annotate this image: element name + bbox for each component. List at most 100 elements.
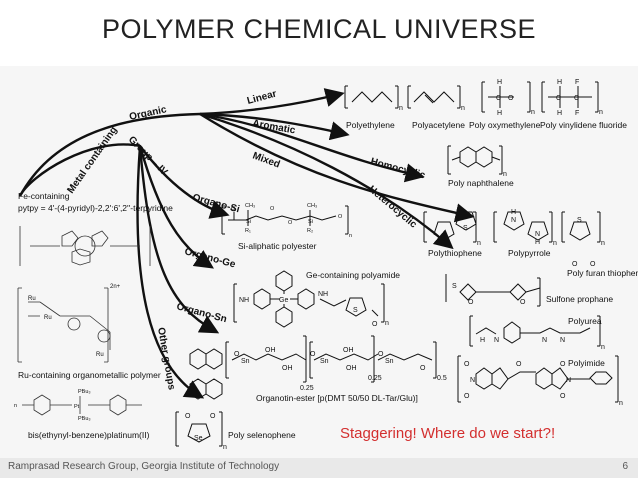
svg-text:C: C	[574, 95, 579, 102]
polyimide-name: Polyimide	[568, 358, 605, 368]
other-groups-label: Other groups	[155, 327, 177, 392]
svg-text:H: H	[557, 79, 562, 86]
svg-text:Se: Se	[194, 435, 203, 442]
svg-text:n: n	[619, 400, 623, 407]
polyethylene-name: Polyethylene	[346, 120, 395, 130]
sulfone-structure	[445, 274, 541, 307]
svg-text:F: F	[575, 110, 579, 117]
polymer-universe-diagram: Organic Linear Aromatic Mixed Homocyclic…	[14, 79, 638, 451]
svg-text:S: S	[353, 307, 358, 314]
svg-text:PBu₃: PBu₃	[78, 389, 91, 395]
svg-text:n: n	[601, 240, 605, 247]
svg-text:Ru: Ru	[28, 296, 36, 302]
heterocyclic-branch	[199, 112, 454, 250]
metal-containing-label: Metal containing	[65, 125, 119, 196]
svg-text:Sn: Sn	[320, 358, 329, 365]
svg-text:n: n	[601, 344, 605, 351]
svg-text:NH: NH	[318, 291, 328, 298]
ge-polyamide-name: Ge-containing polyamide	[306, 270, 400, 280]
fe-structure	[19, 226, 151, 266]
svg-text:H: H	[511, 209, 516, 216]
svg-text:CH₃: CH₃	[307, 203, 317, 209]
fe-label-2: pytpy = 4'-(4-pyridyl)-2,2':6',2''-terpy…	[18, 203, 173, 213]
svg-text:C: C	[496, 95, 501, 102]
svg-text:O: O	[372, 321, 378, 328]
polypyrrole-name: Polypyrrole	[508, 248, 551, 258]
polythiophene-name: Polythiophene	[428, 248, 482, 258]
footer-bar: Ramprasad Research Group, Georgia Instit…	[0, 458, 638, 478]
svg-text:H: H	[480, 337, 485, 344]
svg-text:O: O	[310, 351, 316, 358]
svg-text:S: S	[463, 225, 468, 232]
svg-text:Si: Si	[308, 219, 313, 225]
svg-text:F: F	[575, 79, 579, 86]
svg-text:Sn: Sn	[241, 358, 250, 365]
selenophene-structure	[175, 348, 223, 447]
homocyclic-label: Homocyclic	[369, 156, 426, 181]
mixed-branch	[199, 112, 475, 223]
svg-text:n: n	[385, 320, 389, 327]
svg-text:O: O	[572, 261, 578, 268]
svg-text:O: O	[520, 299, 526, 306]
ru-structure	[17, 287, 111, 363]
other-groups-branch	[136, 145, 205, 399]
branch-labels: Organic Linear Aromatic Mixed Homocyclic…	[65, 88, 426, 391]
svg-text:OH: OH	[343, 347, 354, 354]
svg-text:O: O	[464, 393, 470, 400]
pt-structure	[22, 394, 142, 416]
pt-label: bis(ethynyl-benzene)platinum(II)	[28, 430, 150, 440]
linear-names: Polyethylene Polyacetylene Poly oxymethy…	[346, 120, 627, 130]
polyimide-structure	[457, 355, 619, 403]
slide-title: POLYMER CHEMICAL UNIVERSE	[101, 14, 537, 44]
svg-text:H: H	[557, 110, 562, 117]
svg-text:n: n	[553, 240, 557, 247]
linear-branch	[18, 88, 345, 197]
organo-ge-label: Organo-Ge	[183, 246, 237, 270]
svg-text:O: O	[560, 361, 566, 368]
svg-text:R₁: R₁	[245, 228, 251, 234]
naphthalene-name: Poly naphthalene	[448, 178, 514, 188]
svg-text:2n+: 2n+	[110, 284, 121, 290]
svg-text:N: N	[566, 377, 571, 384]
svg-text:Ge: Ge	[279, 297, 288, 304]
svg-text:n: n	[399, 105, 403, 112]
svg-text:PBu₃: PBu₃	[78, 416, 91, 422]
svg-text:O: O	[338, 214, 343, 220]
sub-025-b: 0.25	[368, 375, 382, 382]
svg-text:O: O	[270, 206, 275, 212]
selenophene-name: Poly selenophene	[228, 430, 296, 440]
polyurea-structure	[469, 315, 601, 347]
svg-text:S: S	[577, 217, 582, 224]
ge-polyamide-structure	[233, 270, 385, 328]
svg-text:Ru: Ru	[44, 315, 52, 321]
svg-text:OH: OH	[282, 365, 293, 372]
svg-text:n: n	[223, 444, 227, 451]
svg-text:H: H	[497, 110, 502, 117]
svg-text:O: O	[231, 206, 236, 212]
fe-label-1: Fe-containing	[18, 191, 70, 201]
svg-text:n: n	[14, 403, 17, 409]
si-polyester-structure	[221, 205, 349, 235]
svg-text:OH: OH	[265, 347, 276, 354]
svg-text:N: N	[511, 217, 516, 224]
svg-text:O: O	[420, 365, 426, 372]
svg-text:O: O	[185, 413, 191, 420]
svg-text:H: H	[535, 239, 540, 246]
svg-text:H: H	[497, 79, 502, 86]
svg-text:S: S	[452, 283, 457, 290]
organo-si-branch	[18, 143, 230, 219]
branch-curves	[18, 88, 475, 399]
heterocyclic-label: Heterocyclic	[366, 184, 419, 231]
heterocycle-structures	[423, 211, 601, 243]
naphthalene-structure	[447, 145, 503, 175]
pvdf-name: Poly vinylidene fluoride	[540, 120, 627, 130]
svg-text:S: S	[441, 233, 446, 240]
callout-text: Staggering! Where do we start?!	[340, 425, 555, 442]
svg-text:O: O	[516, 361, 522, 368]
sub-025-a: 0.25	[300, 385, 314, 392]
svg-text:N: N	[535, 231, 540, 238]
sub-05: 0.5	[437, 375, 447, 382]
homocyclic-branch	[199, 112, 425, 183]
svg-text:C: C	[556, 95, 561, 102]
